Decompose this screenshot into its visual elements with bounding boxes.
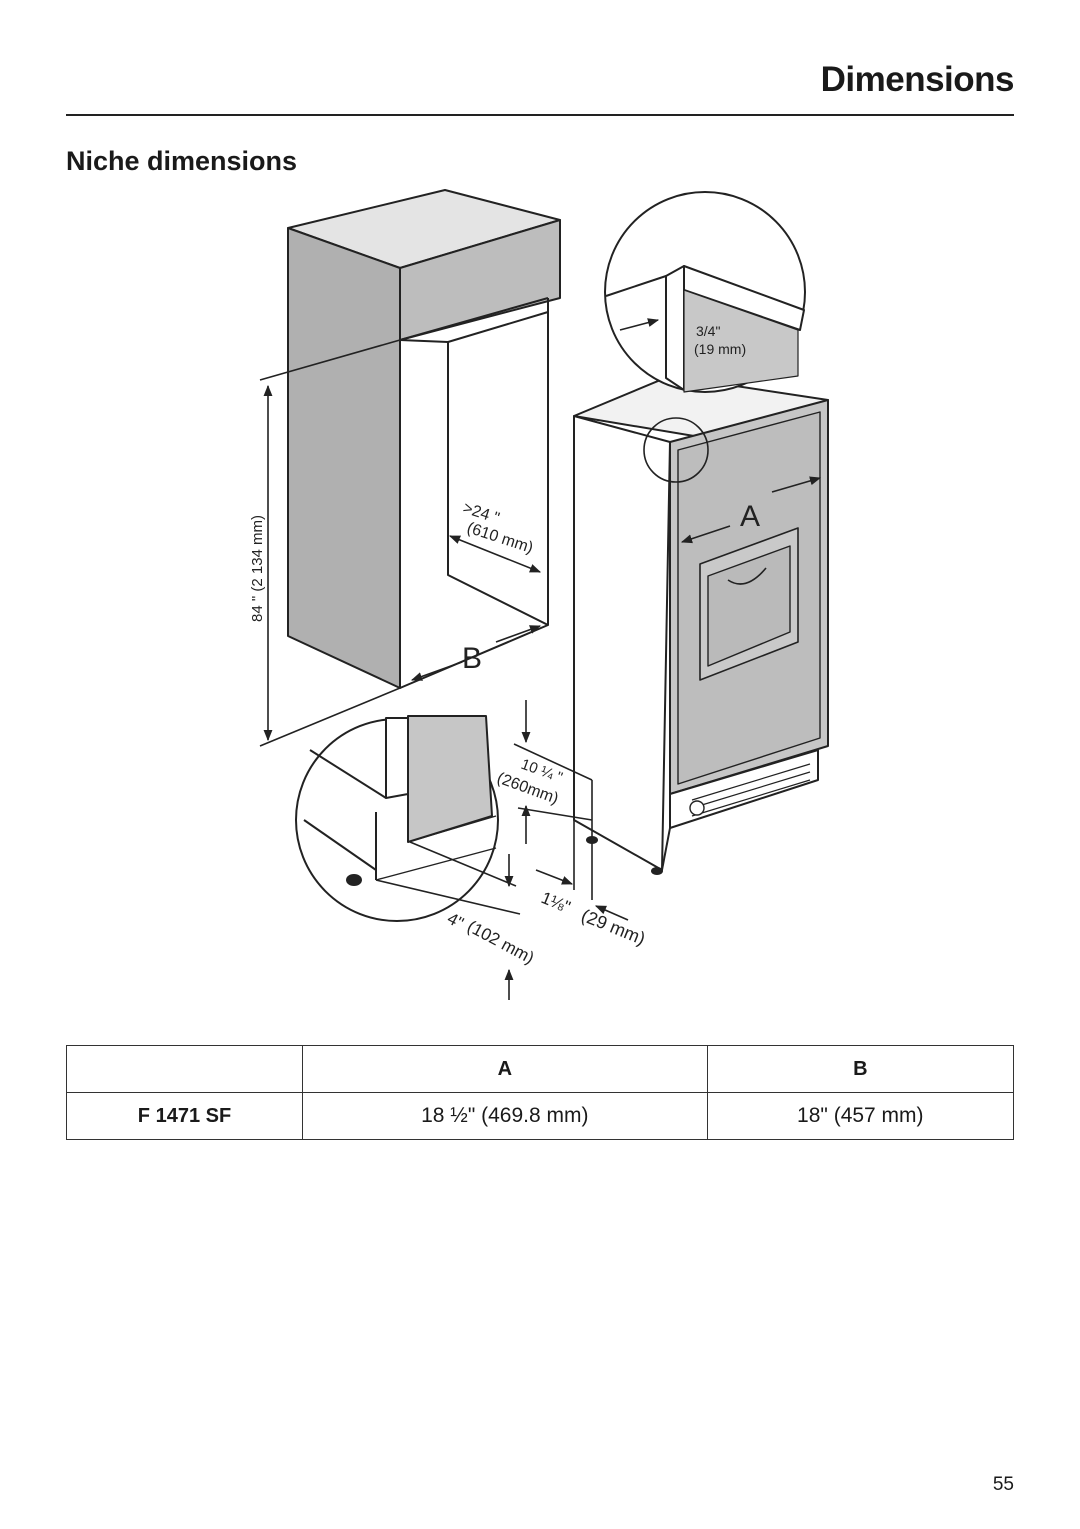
niche-dimensions-diagram: 84 " (2 134 mm) >24 " (610 mm) B [200,180,880,1030]
table-row: F 1471 SF 18 ½" (469.8 mm) 18" (457 mm) [66,1092,1015,1140]
table-header-model [66,1045,303,1093]
label-b: B [462,642,482,675]
niche-cabinet [287,189,561,689]
panel-thickness-mm: (19 mm) [694,341,746,357]
height-dimension-label: 84 " (2 134 mm) [249,515,266,622]
height-dimension [259,339,401,747]
label-a: A [740,500,760,533]
dimension-a-cell: 18 ½" (469.8 mm) [302,1092,708,1140]
b-dimension [410,625,542,681]
base-dimension-mm: (102 mm) [464,917,537,968]
toe-depth-mm: (29 mm) [579,905,649,949]
toe-depth-inches: 1⅛" [539,888,574,917]
dimension-b-cell: 18" (457 mm) [706,1092,1015,1140]
table-header-row: A B [66,1045,1015,1093]
toe-height-dimension [513,700,593,900]
table-header-b: B [706,1045,1015,1093]
depth-dimension [448,535,542,573]
base-dimension-inches: 4" [444,909,467,933]
toe-depth-dimension [535,869,629,921]
a-dimension [680,476,822,544]
page-title: Dimensions [820,60,1015,99]
base-detail-circle [295,715,499,922]
base-dimension [375,841,521,1000]
table-header-a: A [302,1045,708,1093]
appliance [573,375,829,875]
model-cell: F 1471 SF [66,1092,303,1140]
panel-detail-circle [604,191,806,393]
niche-dimensions-table: A B F 1471 SF 18 ½" (469.8 mm) 18" (457 … [66,1045,1015,1140]
page-number: 55 [992,1474,1014,1495]
page-header: Dimensions [66,60,1015,116]
section-title: Niche dimensions [66,146,298,176]
detail-callout-small [643,417,709,483]
panel-thickness-inches: 3/4" [696,323,720,339]
